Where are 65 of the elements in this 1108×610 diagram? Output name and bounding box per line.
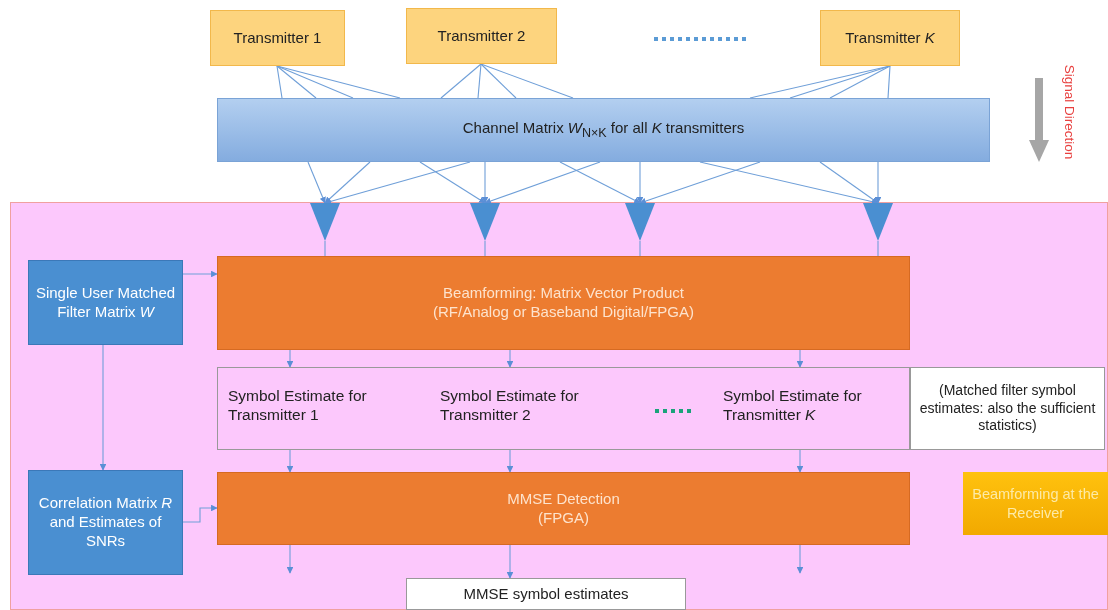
box-label: Transmitter 1	[232, 28, 323, 48]
box-label: (Matched filter symbol estimates: also the sufficient statistics)	[918, 382, 1097, 435]
process-box	[217, 256, 910, 350]
arrow	[819, 161, 879, 204]
connector-line	[877, 240, 879, 257]
arrow	[506, 349, 514, 368]
note-box	[910, 367, 1105, 450]
arrow	[636, 161, 644, 204]
symbol-estimate-label: Symbol Estimate for Transmitter 2	[440, 386, 580, 425]
title-badge	[963, 472, 1108, 535]
box-label: Single User Matched Filter Matrix W	[34, 283, 177, 322]
arrow	[419, 161, 486, 204]
process-box	[28, 470, 183, 575]
box-label: Correlation Matrix R and Estimates of SNRs	[37, 494, 174, 551]
symbol-estimate-label: Symbol Estimate for Transmitter 1	[228, 386, 368, 425]
connector-line	[480, 63, 517, 99]
connector-line	[276, 65, 283, 99]
connector-line	[477, 63, 482, 99]
direction-label: Signal Direction	[1060, 63, 1078, 162]
box-label: Transmitter 2	[436, 26, 527, 46]
box-title: Beamforming: Matrix Vector Product	[442, 284, 685, 303]
box-label: Channel Matrix W$_{N×K}$ for all K transmitters	[461, 118, 746, 142]
connector-line	[276, 65, 354, 99]
box-label: Beamforming at the Receiver	[971, 485, 1100, 522]
box-subtitle: (FPGA)	[537, 508, 590, 528]
arrow	[506, 449, 514, 473]
estimates-panel	[217, 367, 910, 450]
arrow	[307, 161, 326, 204]
transmitter-box	[820, 10, 960, 66]
process-box	[28, 260, 183, 345]
arrow	[99, 344, 107, 471]
symbol-estimate-label: Symbol Estimate for Transmitter K	[723, 386, 863, 425]
arrow	[481, 161, 489, 204]
connector-line	[639, 240, 641, 257]
arrow	[559, 161, 641, 204]
arrow	[286, 349, 294, 368]
arrow	[324, 161, 471, 205]
connector-line	[887, 65, 891, 99]
transmitter-box	[406, 8, 557, 64]
process-box	[217, 472, 910, 545]
transmitter-box	[210, 10, 345, 66]
connector-line	[324, 240, 326, 257]
arrow	[796, 449, 804, 473]
box-title: MMSE Detection	[506, 489, 621, 509]
connector-line	[829, 65, 891, 99]
arrow	[506, 544, 514, 579]
arrow	[182, 270, 218, 278]
arrow	[324, 161, 371, 204]
output-box	[406, 578, 686, 610]
connector-line	[440, 63, 482, 99]
arrow	[484, 161, 601, 205]
box-label: Transmitter K	[844, 28, 936, 48]
connector-line	[480, 63, 574, 99]
arrow	[182, 504, 218, 523]
arrow	[639, 161, 761, 205]
connector-line	[276, 65, 317, 99]
channel-matrix-box	[217, 98, 990, 162]
arrow	[796, 544, 804, 574]
arrow	[796, 349, 804, 368]
arrow	[286, 449, 294, 473]
box-subtitle: (RF/Analog or Baseband Digital/FPGA)	[432, 303, 695, 322]
connector-line	[484, 240, 486, 257]
arrow	[286, 544, 294, 574]
arrow	[874, 161, 882, 204]
box-label: MMSE symbol estimates	[462, 584, 630, 604]
